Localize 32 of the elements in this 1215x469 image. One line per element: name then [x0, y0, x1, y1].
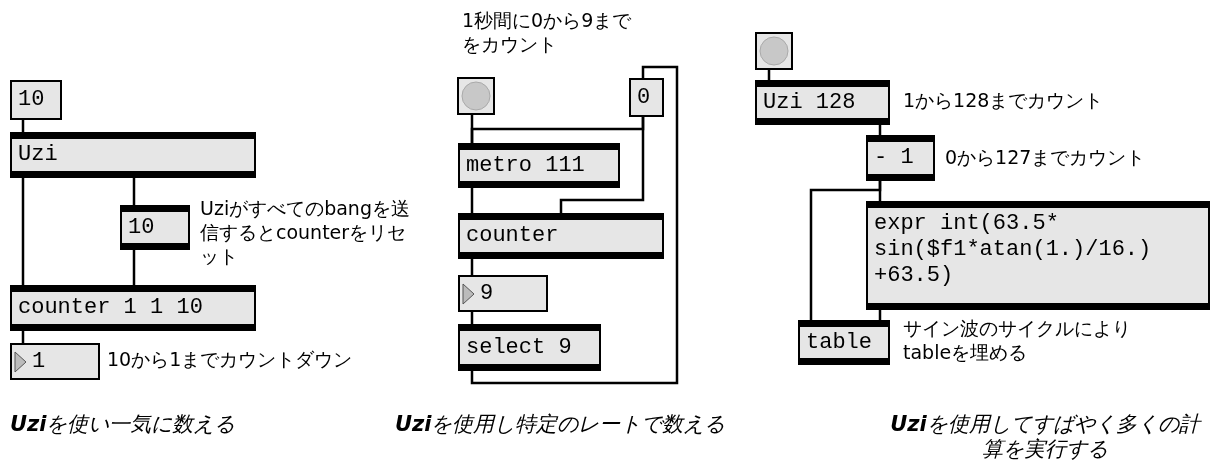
comment-text: 10から1までカウントダウン — [107, 347, 354, 371]
number-box: 9 — [458, 275, 548, 312]
message-box: 0 — [629, 78, 664, 117]
comment-text: サイン波のサイクルによりtableを埋める — [903, 316, 1132, 364]
message-box: 10 — [10, 80, 62, 120]
object-box: counter — [458, 213, 664, 259]
object-box: Uzi 128 — [755, 80, 890, 125]
object-box: Uzi — [10, 132, 256, 178]
object-box: counter 1 1 10 — [10, 285, 256, 331]
object-box: - 1 — [866, 135, 935, 181]
number-box: 1 — [10, 343, 100, 380]
caption-text: Uziを使用してすばやく多くの計算を実行する — [889, 412, 1203, 462]
object-box: 10 — [120, 205, 190, 250]
comment-text: 1秒間に0から9までをカウント — [462, 8, 633, 56]
comment-text: Uziがすべてのbangを送信するとcounterをリセット — [200, 196, 410, 268]
bang-button — [457, 77, 495, 115]
patch-cord — [21, 178, 25, 285]
bang-button — [755, 32, 793, 70]
patch-cord — [809, 181, 882, 320]
patch-cord — [132, 178, 136, 205]
comment-text: 0から127までカウント — [945, 145, 1147, 169]
caption-text: Uziを使用し特定のレートで数える — [395, 412, 727, 437]
object-box: metro 111 — [458, 143, 620, 188]
patch-cord — [470, 65, 679, 385]
patch-cord — [132, 250, 136, 285]
object-box: expr int(63.5* sin($f1*atan(1.)/16.) +63.5) — [866, 201, 1210, 310]
patch-cord — [470, 188, 474, 213]
object-box: select 9 — [458, 324, 601, 371]
object-box: table — [798, 320, 890, 365]
comment-text: 1から128までカウント — [903, 88, 1105, 112]
caption-text: Uziを使い一気に数える — [10, 412, 237, 437]
patch-cord — [559, 117, 645, 213]
